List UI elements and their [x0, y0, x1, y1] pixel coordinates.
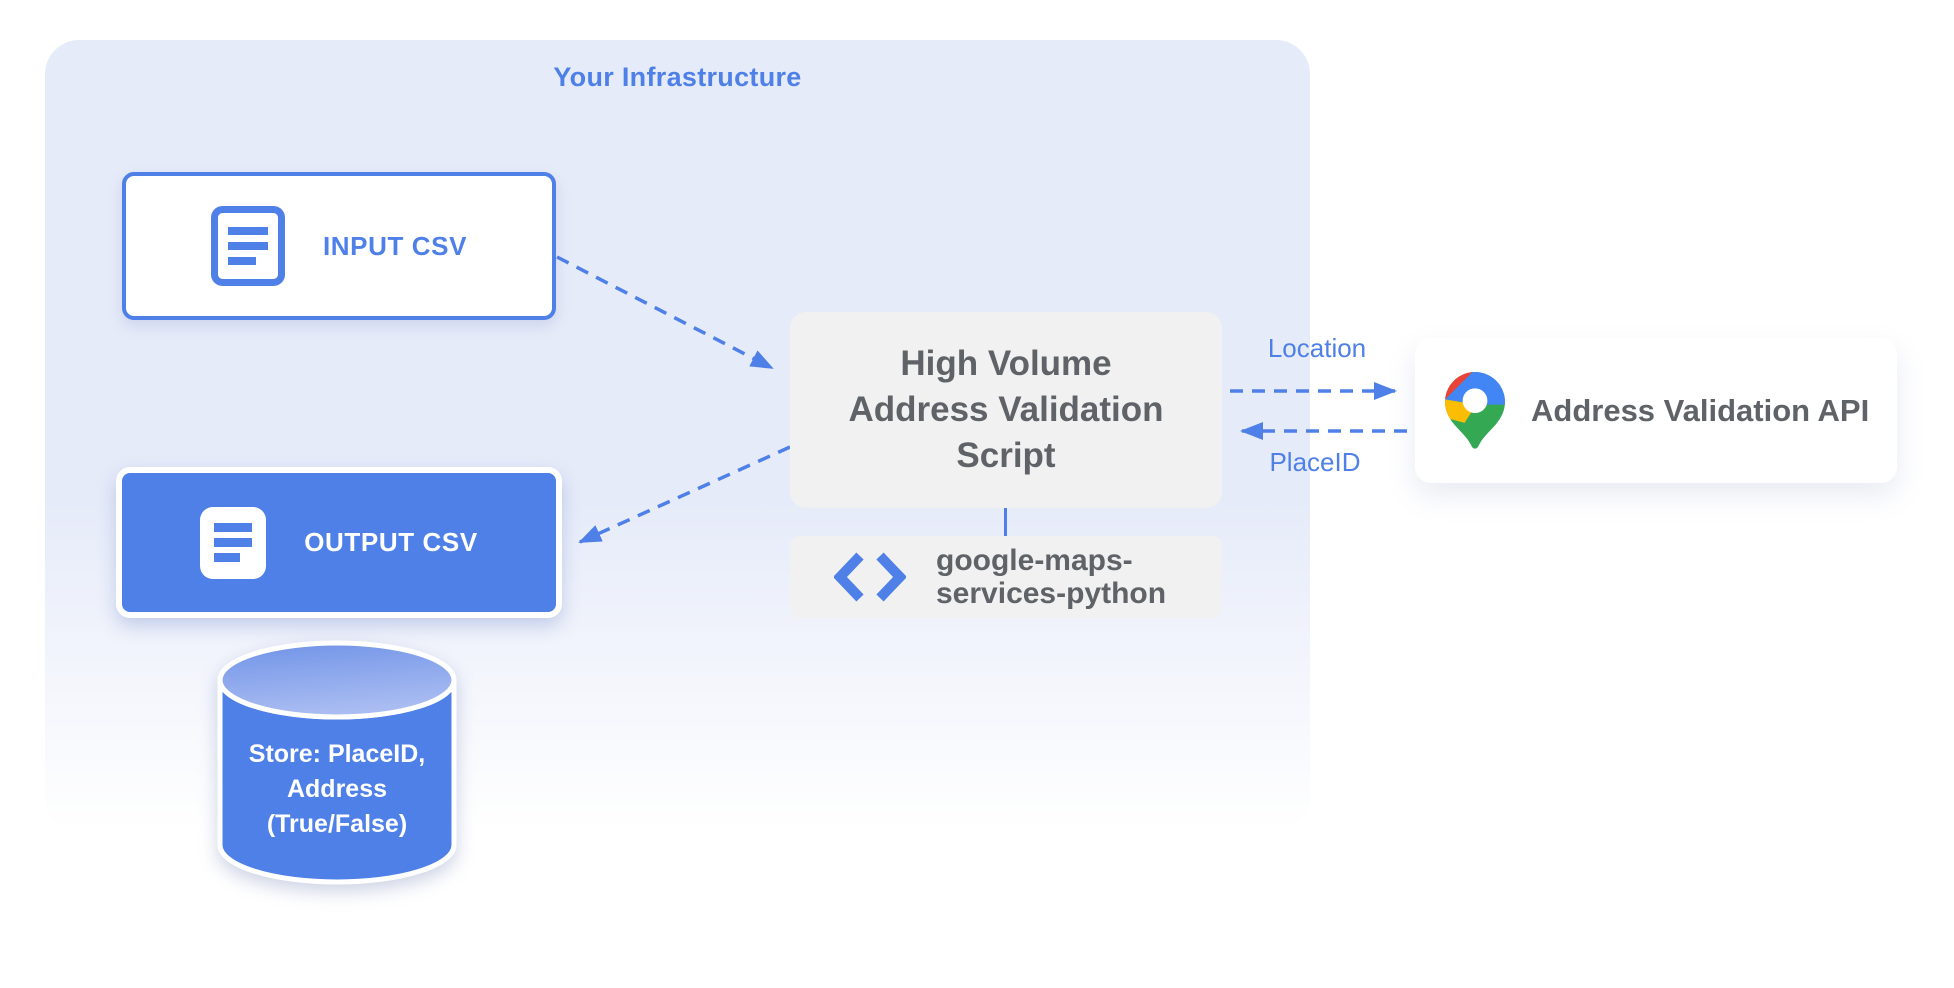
library-label: google-maps- services-python: [936, 544, 1167, 610]
datastore-label: Store: PlaceID, Address (True/False): [248, 740, 426, 838]
arrow-label-placeid: PlaceID: [1269, 447, 1361, 477]
api-label: Address Validation API: [1531, 392, 1870, 428]
datastore-cylinder: [217, 640, 457, 885]
google-maps-pin-icon: [1445, 372, 1505, 449]
document-icon: [200, 506, 267, 579]
input-csv-label: INPUT CSV: [322, 230, 468, 261]
code-icon: [834, 552, 906, 602]
document-icon: [210, 206, 285, 286]
arrow-label-location: Location: [1267, 333, 1367, 363]
script-library-connector: [1004, 508, 1007, 536]
library-node: google-maps- services-python: [790, 536, 1222, 618]
output-csv-node: OUTPUT CSV: [116, 467, 562, 618]
input-csv-node: INPUT CSV: [122, 172, 556, 320]
arrow-input-to-script: [556, 255, 774, 370]
panel-title: Your Infrastructure: [553, 62, 802, 92]
output-csv-label: OUTPUT CSV: [304, 527, 478, 557]
arrow-script-to-output: [578, 445, 791, 544]
api-node: Address Validation API: [1415, 338, 1897, 483]
script-node: High Volume Address Validation Script: [790, 312, 1222, 508]
